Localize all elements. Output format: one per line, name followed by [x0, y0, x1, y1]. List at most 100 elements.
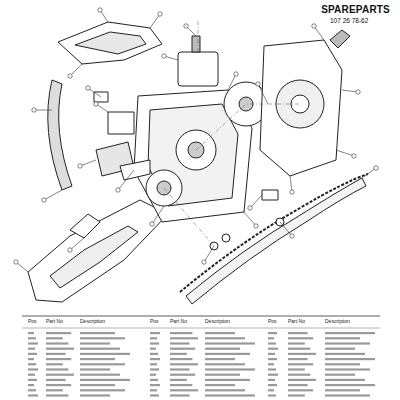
table-row-text	[288, 389, 313, 391]
callout-ring	[94, 102, 98, 106]
table-header: Pos	[150, 319, 159, 325]
callout-ring	[254, 224, 258, 228]
leader-line	[150, 14, 160, 28]
table-row-text	[28, 363, 36, 365]
centre-line	[164, 188, 214, 246]
table-row-text	[170, 379, 187, 381]
table-header: Part No	[288, 319, 305, 325]
guide-bar	[186, 178, 366, 304]
crankcase-inner	[148, 104, 238, 206]
saw-chain	[180, 174, 368, 292]
centre-line	[196, 104, 300, 150]
table-row-text	[205, 389, 245, 391]
table-header: Pos	[268, 319, 277, 325]
table-row-text	[80, 337, 125, 339]
table-row-text	[28, 394, 38, 396]
table-row-text	[28, 374, 35, 376]
table-row-text	[28, 368, 38, 370]
callout-ring	[78, 164, 82, 168]
leader-line	[228, 74, 236, 90]
starter-handle	[330, 30, 350, 48]
table-row-text	[268, 368, 276, 370]
leader-line	[250, 195, 262, 208]
table-row-text	[205, 394, 255, 396]
callout-ring	[14, 260, 18, 264]
table-row-text	[28, 353, 37, 355]
table-row-text	[80, 363, 125, 365]
table-row-text	[205, 348, 240, 350]
callout-ring	[290, 234, 294, 238]
table-row-text	[205, 368, 255, 370]
table-row-text	[325, 358, 375, 360]
table-row-text	[170, 353, 187, 355]
table-rule	[22, 328, 380, 329]
table-row-text	[150, 394, 159, 396]
table-row-text	[170, 374, 195, 376]
table-row-text	[80, 342, 110, 344]
table-row-text	[170, 384, 192, 386]
leader-line	[80, 160, 96, 166]
table-row-text	[170, 337, 198, 339]
table-row-text	[80, 358, 115, 360]
table-row-text	[46, 348, 74, 350]
leader-line	[244, 212, 256, 226]
table-row-text	[80, 374, 120, 376]
table-row-text	[205, 332, 235, 334]
table-row-text	[325, 337, 360, 339]
table-row-text	[150, 342, 159, 344]
table-rule	[22, 316, 380, 317]
starter-spring	[291, 95, 309, 113]
table-row-text	[28, 384, 34, 386]
air-filter	[75, 32, 146, 54]
table-row-text	[205, 379, 250, 381]
callout-ring	[42, 198, 46, 202]
table-row-text	[268, 389, 274, 391]
table-header: Description	[205, 319, 230, 325]
table-row-text	[80, 332, 115, 334]
carburettor	[108, 112, 134, 134]
table-row-text	[28, 389, 36, 391]
table-row-text	[150, 363, 157, 365]
table-row-text	[268, 374, 278, 376]
table-row-text	[325, 348, 355, 350]
table-row-text	[46, 353, 66, 355]
table-row-text	[288, 358, 308, 360]
table-row-text	[268, 384, 277, 386]
table-row-text	[288, 368, 305, 370]
bar-nut	[222, 234, 230, 242]
leader-line	[336, 150, 354, 156]
table-row-text	[288, 374, 310, 376]
table-row-text	[268, 358, 277, 360]
top-cover	[58, 22, 162, 64]
table-row-text	[150, 332, 160, 334]
chain-tensioner	[262, 190, 278, 200]
callout-ring	[68, 74, 72, 78]
table-row-text	[80, 348, 120, 350]
table-row-text	[150, 348, 156, 350]
table-row-text	[28, 342, 38, 344]
table-row-text	[46, 384, 71, 386]
table-row-text	[325, 384, 375, 386]
table-row-text	[170, 389, 198, 391]
table-row-text	[170, 348, 195, 350]
table-row-text	[80, 368, 110, 370]
table-row-text	[170, 368, 190, 370]
chain-brake	[120, 160, 150, 180]
table-row-text	[150, 353, 158, 355]
callout-ring	[202, 260, 206, 264]
callout-ring	[184, 24, 188, 28]
table-row-text	[288, 337, 313, 339]
leader-line	[44, 190, 62, 200]
callout-ring	[248, 206, 252, 210]
table-row-text	[205, 342, 255, 344]
table-row-text	[288, 394, 305, 396]
front-handle	[48, 80, 72, 190]
table-row-text	[80, 379, 130, 381]
table-row-text	[268, 337, 274, 339]
table-row-text	[325, 374, 355, 376]
table-row-text	[268, 332, 277, 334]
table-row-text	[325, 342, 370, 344]
callout-ring	[32, 108, 36, 112]
table-row-text	[170, 332, 192, 334]
